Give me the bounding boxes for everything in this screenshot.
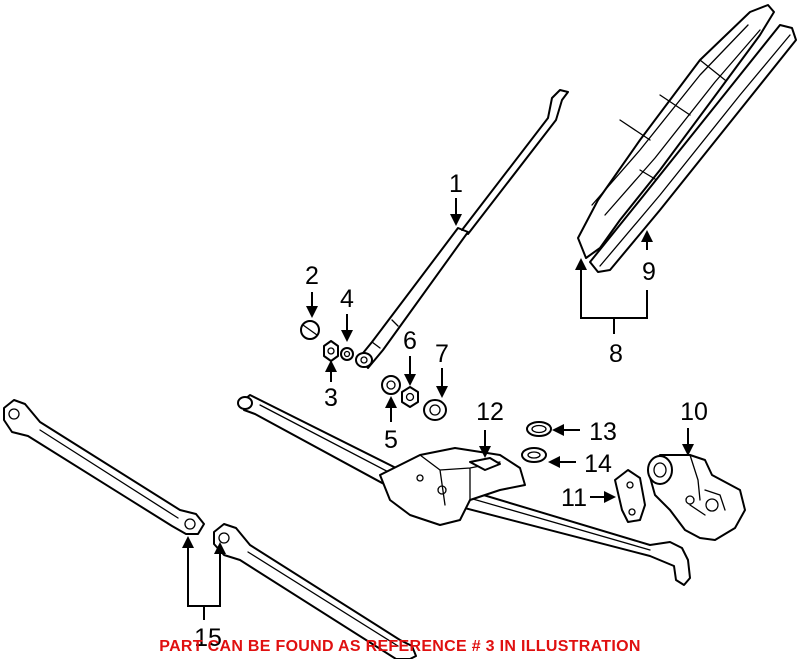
bushing-part <box>381 375 401 395</box>
callout-7: 7 <box>435 340 449 368</box>
connecting-rod-upper-part <box>3 399 205 535</box>
cap-part <box>300 320 320 340</box>
callout-11: 11 <box>561 484 587 512</box>
callout-8: 8 <box>609 340 623 368</box>
callout-6: 6 <box>403 327 417 355</box>
wiper-arm-part <box>355 89 569 369</box>
callout-10: 10 <box>680 398 708 426</box>
callout-5: 5 <box>384 426 398 454</box>
grommet-14-part <box>521 447 547 463</box>
connecting-rod-lower-part <box>213 523 417 659</box>
nut-part <box>323 340 339 362</box>
callout-9: 9 <box>642 258 656 286</box>
leader-lines <box>182 198 694 620</box>
callout-3: 3 <box>324 384 338 412</box>
callout-4: 4 <box>340 285 354 313</box>
wiper-motor-part <box>647 454 746 541</box>
grommet-13-part <box>526 421 552 437</box>
callout-1: 1 <box>449 170 463 198</box>
callout-15: 15 <box>194 624 222 652</box>
callout-13: 13 <box>589 418 617 446</box>
nut-6-part <box>401 386 419 408</box>
linkage-part <box>237 394 691 586</box>
crank-part <box>614 469 646 523</box>
footer-note: PART CAN BE FOUND AS REFERENCE # 3 IN IL… <box>159 638 640 655</box>
callout-12: 12 <box>476 398 504 426</box>
callout-14: 14 <box>584 450 612 478</box>
callout-numbers: 1 2 3 4 5 6 7 8 9 10 11 12 13 14 15 <box>194 170 708 652</box>
seal-part <box>423 399 447 421</box>
washer-part <box>340 347 354 361</box>
callout-2: 2 <box>305 262 319 290</box>
wiper-blade-part <box>577 4 797 273</box>
